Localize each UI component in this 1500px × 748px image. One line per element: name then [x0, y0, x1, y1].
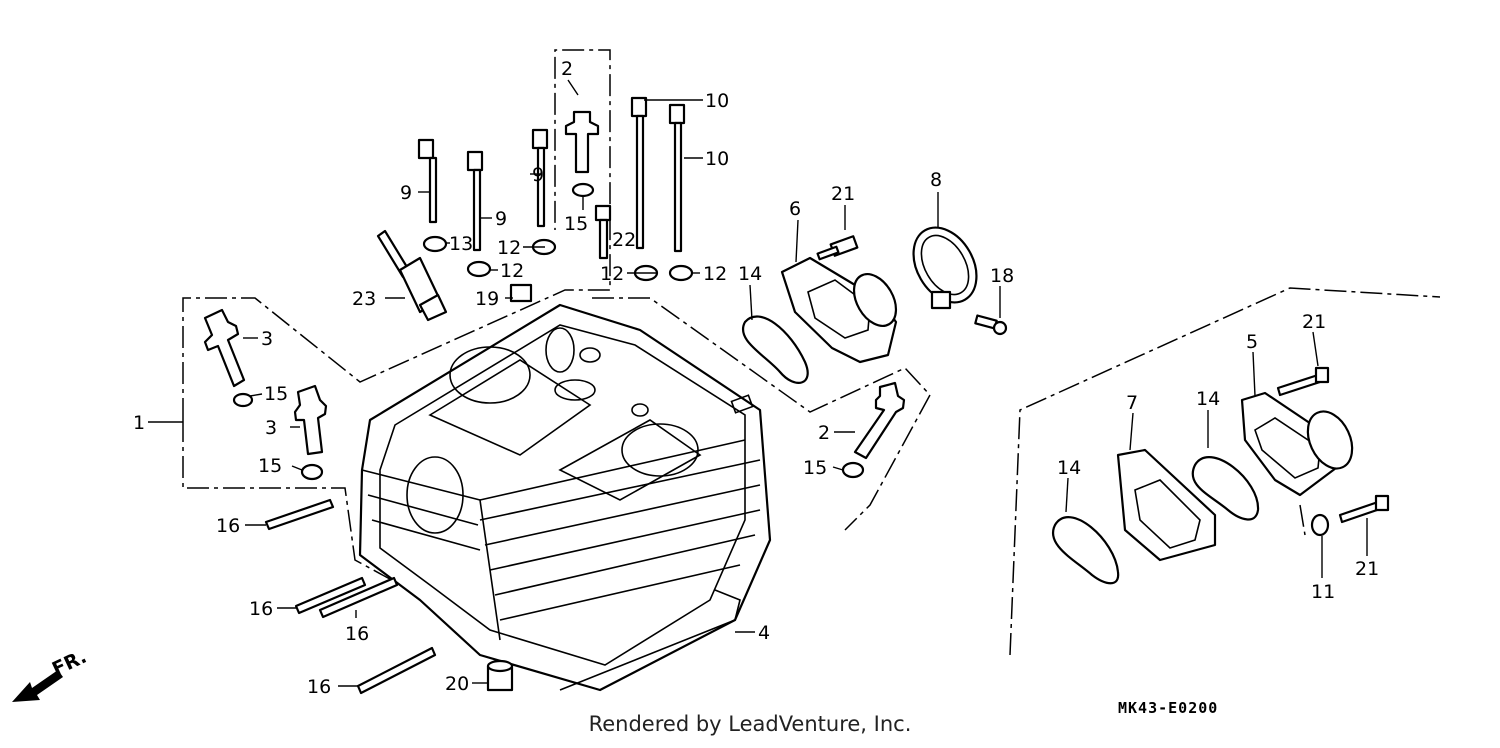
callout-14-middle: 14	[1196, 388, 1220, 410]
callout-10-top: 10	[705, 90, 729, 112]
callout-3-top: 3	[261, 328, 273, 350]
callout-23: 23	[352, 288, 376, 310]
intake-pipe-6	[741, 235, 898, 384]
callout-16-a: 16	[216, 515, 240, 537]
callout-21-top: 21	[1302, 311, 1326, 333]
callout-8: 8	[930, 169, 942, 191]
callout-16-c: 16	[345, 623, 369, 645]
callout-19: 20	[445, 673, 469, 695]
footer-credit: Rendered by LeadVenture, Inc.	[588, 712, 912, 736]
band-clamp-8	[912, 226, 1008, 336]
callout-4: 4	[758, 622, 770, 644]
callout-20: 21	[831, 183, 855, 205]
callout-14-left: 14	[738, 263, 762, 285]
leader-lines	[148, 79, 1368, 687]
callout-7: 7	[1126, 392, 1138, 414]
callout-14-right: 14	[1057, 457, 1081, 479]
callout-12-a: 12	[497, 237, 521, 259]
callout-1: 1	[133, 412, 145, 434]
callout-15-left-bottom: 15	[258, 455, 282, 477]
callout-16-d: 16	[307, 676, 331, 698]
callout-3-bottom: 3	[265, 417, 277, 439]
callout-12-c: 12	[600, 263, 624, 285]
callout-12-b: 12	[500, 260, 524, 282]
callout-21-bottom: 21	[1355, 558, 1379, 580]
callout-22: 22	[612, 229, 636, 251]
callout-15-right: 15	[803, 457, 827, 479]
callout-15-left-top: 15	[264, 383, 288, 405]
callout-16-b: 16	[249, 598, 273, 620]
callout-17: 18	[990, 265, 1014, 287]
drawing-code: MK43-E0200	[1118, 699, 1219, 717]
intake-assembly-right	[1051, 366, 1390, 585]
callout-18: 19	[475, 288, 499, 310]
callout-9-left: 9	[400, 182, 412, 204]
callout-2-right: 2	[818, 422, 830, 444]
callout-12-d: 12	[703, 263, 727, 285]
callout-9-middle: 9	[495, 208, 507, 230]
callout-2-top: 2	[561, 58, 573, 80]
bolts-9	[417, 128, 549, 252]
dowel-pins	[203, 110, 906, 481]
spark-plug	[376, 229, 448, 322]
callout-5: 5	[1246, 331, 1258, 353]
cylinder-head	[358, 303, 772, 692]
callout-labels: 2 10 10 9 9 9 15 22 13 12 12 12 12 19 23…	[133, 58, 1379, 698]
bolts-10	[630, 96, 686, 253]
collar-19	[486, 659, 514, 692]
front-marker-label: FR.	[49, 646, 90, 681]
callout-15-top: 15	[564, 213, 588, 235]
callout-9-right: 9	[532, 164, 544, 186]
studs	[264, 498, 437, 695]
front-direction-arrow: FR.	[12, 646, 90, 702]
callout-13: 13	[449, 233, 473, 255]
callout-11: 11	[1311, 581, 1335, 603]
bolt-22-and-nut-18	[509, 204, 612, 303]
callout-10-bottom: 10	[705, 148, 729, 170]
callout-6: 6	[789, 198, 801, 220]
